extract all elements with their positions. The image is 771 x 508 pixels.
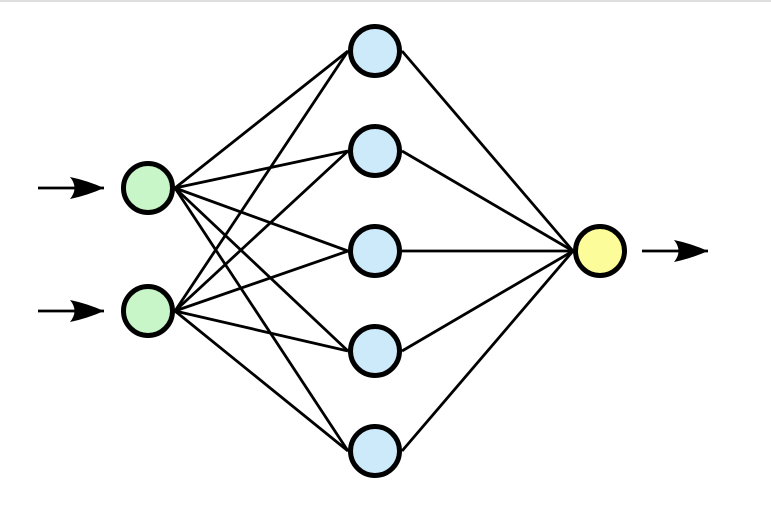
edge-in-1-h-1 <box>174 49 349 190</box>
edge-in-2-h-4 <box>174 309 349 353</box>
edge-in-2-h-3 <box>174 249 349 313</box>
hidden-node <box>348 124 402 178</box>
edge-in-1-h-3 <box>174 186 349 253</box>
hidden-node <box>348 424 402 478</box>
output-node <box>573 224 627 278</box>
edge-h-4-out-1 <box>401 249 574 353</box>
input-node <box>121 284 175 338</box>
hidden-node <box>348 324 402 378</box>
top-border-line <box>0 0 771 2</box>
edge-in-1-h-4 <box>174 186 349 353</box>
edges-group <box>173 49 575 453</box>
nodes-group <box>121 24 627 478</box>
edge-in-2-h-1 <box>173 50 350 312</box>
edge-in-1-h-2 <box>174 149 349 190</box>
edge-in-2-h-5 <box>174 309 349 453</box>
edge-in-1-h-5 <box>173 187 350 452</box>
edge-h-2-out-1 <box>401 149 574 253</box>
edge-h-5-out-1 <box>400 250 575 452</box>
edge-h-1-out-1 <box>400 50 575 252</box>
hidden-node <box>348 224 402 278</box>
edge-in-2-h-2 <box>174 149 349 313</box>
hidden-node <box>348 24 402 78</box>
arrows-group <box>38 177 708 322</box>
input-node <box>121 161 175 215</box>
